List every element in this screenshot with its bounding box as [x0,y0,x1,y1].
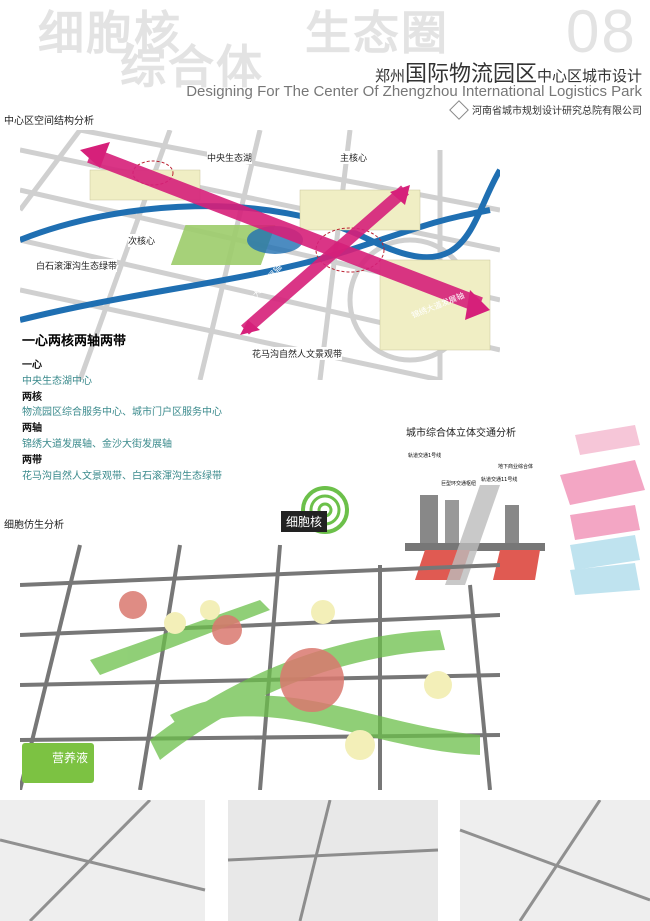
summary-head: 一心 [22,360,42,371]
layer [560,460,645,505]
label-green-belt: 白石滚渾沟生态绿带 [36,259,118,272]
watermark-nucleus: 细胞核 [38,6,182,60]
layer [570,563,640,595]
axis-jinxiu [87,147,483,313]
render-3 [460,800,650,921]
institute-name: 河南省城市规划设计研究总院有限公司 [472,106,642,117]
vesicle-sphere [200,600,220,620]
label-sub-core: 次核心 [128,234,156,247]
nucleus-sphere [212,615,242,645]
arrow-north [390,185,410,205]
vesicle-sphere [424,671,452,699]
main-core-circle [315,227,385,273]
vesicle-sphere [164,612,186,634]
arrow-south [240,320,260,335]
summary-list: 一心 中央生态湖中心 两核 物流园区综合服务中心、城市门户区服务中心 两轴 锦绣… [22,358,222,484]
summary-text: 锦绣大道发展轴、金沙大街发展轴 [22,438,172,450]
render-1 [0,800,205,921]
axis-jinsha [241,185,409,335]
institute: 河南省城市规划设计研究总院有限公司 [449,99,642,120]
commercial-block [493,550,540,580]
tower [420,495,438,545]
title-suffix: 中心区城市设计 [536,67,642,85]
aerial-renders [0,800,650,921]
summary-head: 两带 [22,454,42,466]
traffic-label: 巨型环交通枢纽 [441,481,477,487]
watermark-complex: 综合体 [120,40,264,94]
summary-text: 物流园区综合服务中心、城市门户区服务中心 [22,407,222,419]
traffic-label: 地下商业综合体 [498,464,534,470]
title-prefix: 郑州 [374,67,405,85]
nutrient-badge: 营养液 [22,743,94,783]
vesicle-sphere [345,730,375,760]
layer [570,535,640,570]
page-subtitle: Designing For The Center Of Zhengzhou In… [186,83,642,100]
traffic-section-title: 城市综合体立体交通分析 [406,428,516,439]
render-2 [228,800,438,921]
layer-exploded-diagram [560,425,645,595]
vesicle-sphere [311,600,335,624]
title-main: 国际物流园区 [404,62,537,87]
summary-head: 两核 [22,391,42,403]
nucleus-badge: 细胞核 [281,511,328,532]
arrow-west [80,142,110,168]
page-title: 郑州国际物流园区中心区城市设计 [375,56,642,88]
layer [570,505,640,540]
summary-head: 两轴 [22,423,42,435]
arrow-east [465,290,490,320]
elevated-road [445,485,500,585]
tower [445,500,459,545]
traffic-label: 轨道交通1号线 [408,453,442,459]
summary-text: 花马沟自然人文景观带、白石滚渾沟生态绿带 [22,470,222,482]
watermark-ecology: 生态圈 [305,6,449,60]
nutrient-label: 营养液 [51,751,88,765]
label-lake: 中央生态湖 [207,151,253,164]
tower [505,505,519,545]
cell-section-title: 细胞仿生分析 [4,520,64,531]
institute-logo-icon [449,99,469,120]
label-culture-belt: 花马沟自然人文景观带 [252,347,343,360]
page-number: 08 [566,0,637,65]
nucleus-sphere [280,648,344,712]
label-main-core: 主核心 [340,151,368,164]
layer [575,425,640,455]
structure-section-title: 中心区空间结构分析 [4,116,94,127]
traffic-label: 轨道交通11号线 [481,477,518,483]
summary-title: 一心两核两轴两带 [22,334,127,349]
nucleus-sphere [119,591,147,619]
cell-map [20,544,500,790]
traffic-diagram [405,485,545,585]
structure-map [20,130,500,380]
summary-text: 中央生态湖中心 [22,375,92,387]
